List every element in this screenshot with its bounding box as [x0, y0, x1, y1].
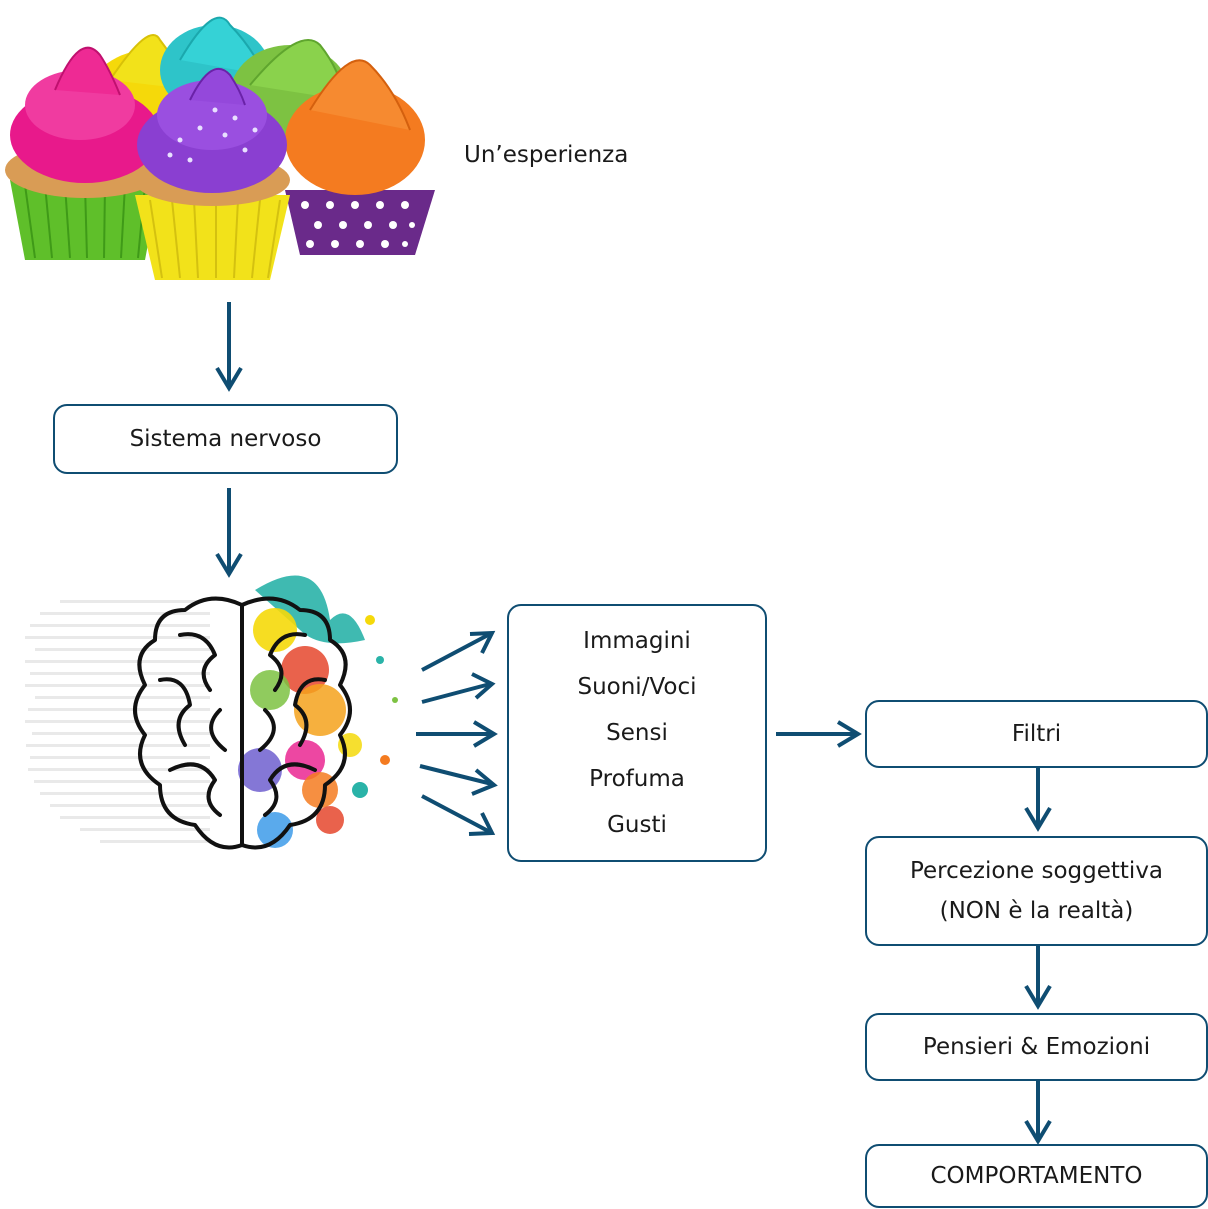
cupcake-pink — [5, 46, 165, 260]
cupcake-orange — [285, 59, 435, 255]
arrow-right-filters — [776, 720, 862, 748]
thoughts-emotions-label: Pensieri & Emozioni — [922, 1033, 1151, 1060]
sense-item-senses: Sensi — [606, 720, 668, 746]
arrow-down-5 — [1024, 1081, 1052, 1145]
perception-line-1: Percezione soggettiva — [909, 858, 1164, 884]
brain-illustration — [25, 575, 398, 850]
sense-item-taste: Gusti — [607, 812, 667, 838]
nervous-system-box: Sistema nervoso — [53, 404, 398, 474]
sense-item-images: Immagini — [583, 628, 691, 654]
cupcakes-illustration — [5, 16, 435, 280]
arrow-down-4 — [1024, 946, 1052, 1010]
filters-label: Filtri — [1011, 720, 1062, 747]
sense-item-smell: Profuma — [589, 766, 685, 792]
brain-outline — [133, 596, 352, 850]
thoughts-emotions-box: Pensieri & Emozioni — [865, 1013, 1208, 1081]
arrow-down-3 — [1024, 768, 1052, 832]
perception-line-2: (NON è la realtà) — [939, 898, 1134, 924]
perception-box: Percezione soggettiva (NON è la realtà) — [865, 836, 1208, 946]
behavior-box: COMPORTAMENTO — [865, 1144, 1208, 1208]
fan-arrows — [416, 630, 498, 836]
text-texture — [25, 600, 210, 843]
experience-label: Un’esperienza — [464, 142, 629, 168]
arrow-down-2 — [215, 488, 243, 578]
arrow-down-1 — [215, 302, 243, 392]
behavior-label: COMPORTAMENTO — [930, 1162, 1143, 1189]
sense-item-sounds: Suoni/Voci — [577, 674, 697, 700]
filters-box: Filtri — [865, 700, 1208, 768]
senses-box: Immagini Suoni/Voci Sensi Profuma Gusti — [507, 604, 767, 862]
cupcake-purple — [134, 67, 290, 280]
nervous-system-label: Sistema nervoso — [129, 425, 322, 452]
